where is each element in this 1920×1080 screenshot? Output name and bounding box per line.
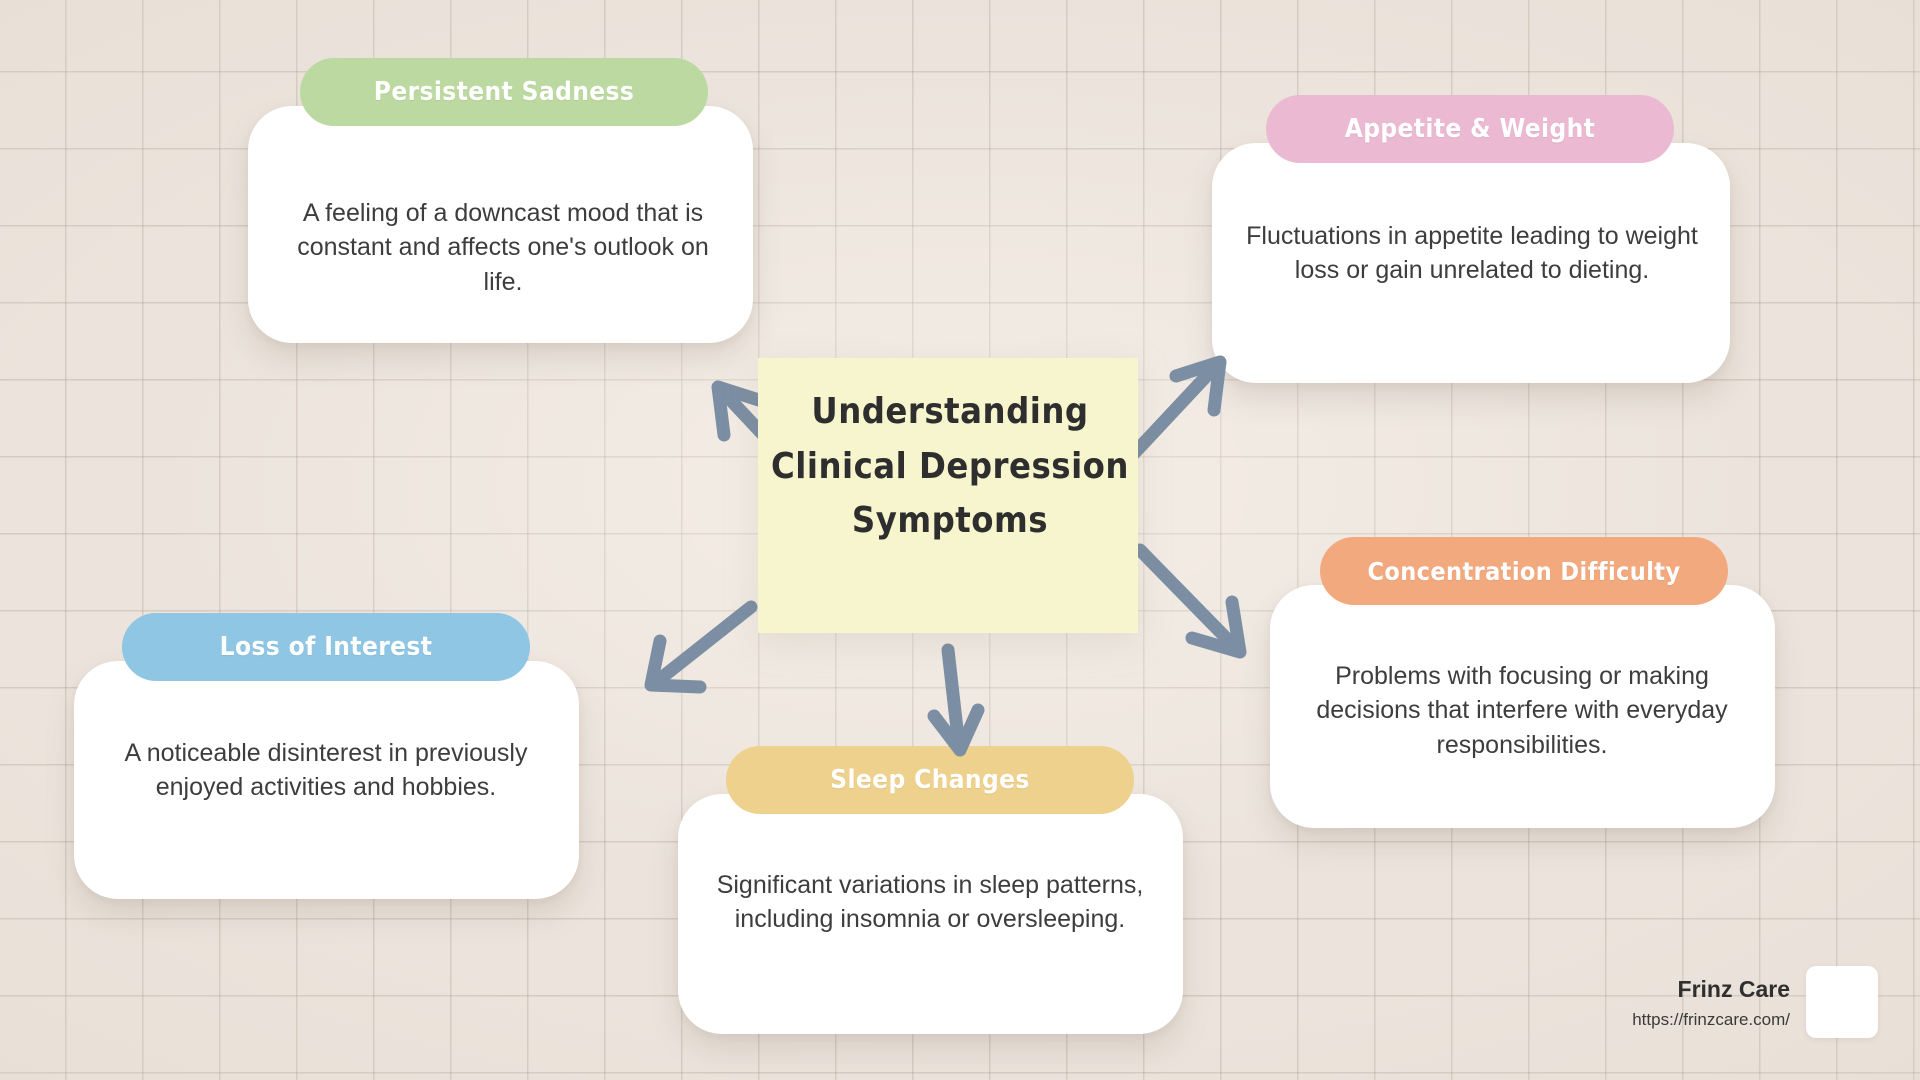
card-text-persistent-sadness: A feeling of a downcast mood that is con… — [297, 199, 709, 296]
card-sleep-changes[interactable]: Sleep Changes Significant variations in … — [678, 746, 1198, 1036]
center-title-line-1: Understanding — [811, 391, 1089, 432]
card-concentration-difficulty[interactable]: Concentration Difficulty Problems with f… — [1270, 537, 1790, 828]
branding[interactable]: Frinz Care https://frinzcare.com/ — [1632, 966, 1878, 1038]
arrow-down-right-icon — [1128, 538, 1253, 663]
card-body-sleep-changes — [678, 794, 1183, 1034]
card-title-pill-concentration-difficulty[interactable]: Concentration Difficulty — [1320, 537, 1728, 605]
card-title-concentration-difficulty: Concentration Difficulty — [1367, 556, 1681, 586]
center-title-line-3: Symptoms — [851, 500, 1049, 542]
card-text-sleep-changes: Significant variations in sleep patterns… — [716, 871, 1144, 934]
center-title: Understanding Clinical Depression Sympto… — [770, 385, 1130, 549]
card-title-pill-appetite-weight[interactable]: Appetite & Weight — [1266, 95, 1674, 163]
center-blob-shape — [758, 358, 1138, 633]
card-body-loss-of-interest — [74, 661, 579, 899]
card-appetite-weight[interactable]: Appetite & Weight Fluctuations in appeti… — [1212, 95, 1732, 385]
brand-name: Frinz Care — [1677, 976, 1790, 1002]
card-loss-of-interest[interactable]: Loss of Interest A noticeable disinteres… — [74, 613, 594, 903]
card-title-loss-of-interest: Loss of Interest — [219, 632, 433, 662]
card-title-pill-sleep-changes[interactable]: Sleep Changes — [726, 746, 1134, 814]
card-title-appetite-weight: Appetite & Weight — [1344, 114, 1596, 144]
card-title-pill-loss-of-interest[interactable]: Loss of Interest — [122, 613, 530, 681]
card-body-persistent-sadness — [248, 106, 753, 343]
brand-url[interactable]: https://frinzcare.com/ — [1632, 1009, 1790, 1029]
card-title-persistent-sadness: Persistent Sadness — [373, 77, 635, 107]
arrow-down-left-icon — [638, 595, 763, 705]
arrow-down-icon — [916, 640, 996, 760]
card-text-concentration-difficulty: Problems with focusing or making decisio… — [1316, 662, 1728, 759]
card-title-sleep-changes: Sleep Changes — [830, 765, 1030, 795]
card-body-concentration-difficulty — [1270, 585, 1775, 828]
center-title-line-2: Clinical Depression — [771, 445, 1129, 487]
brand-logo-icon — [1806, 966, 1878, 1038]
card-text-appetite-weight: Fluctuations in appetite leading to weig… — [1246, 222, 1698, 285]
brand-text-block: Frinz Care https://frinzcare.com/ — [1632, 972, 1790, 1032]
card-persistent-sadness[interactable]: Persistent Sadness A feeling of a downca… — [248, 58, 768, 343]
card-body-appetite-weight — [1212, 143, 1730, 383]
card-text-loss-of-interest: A noticeable disinterest in previously e… — [124, 739, 528, 802]
card-title-pill-persistent-sadness[interactable]: Persistent Sadness — [300, 58, 708, 126]
